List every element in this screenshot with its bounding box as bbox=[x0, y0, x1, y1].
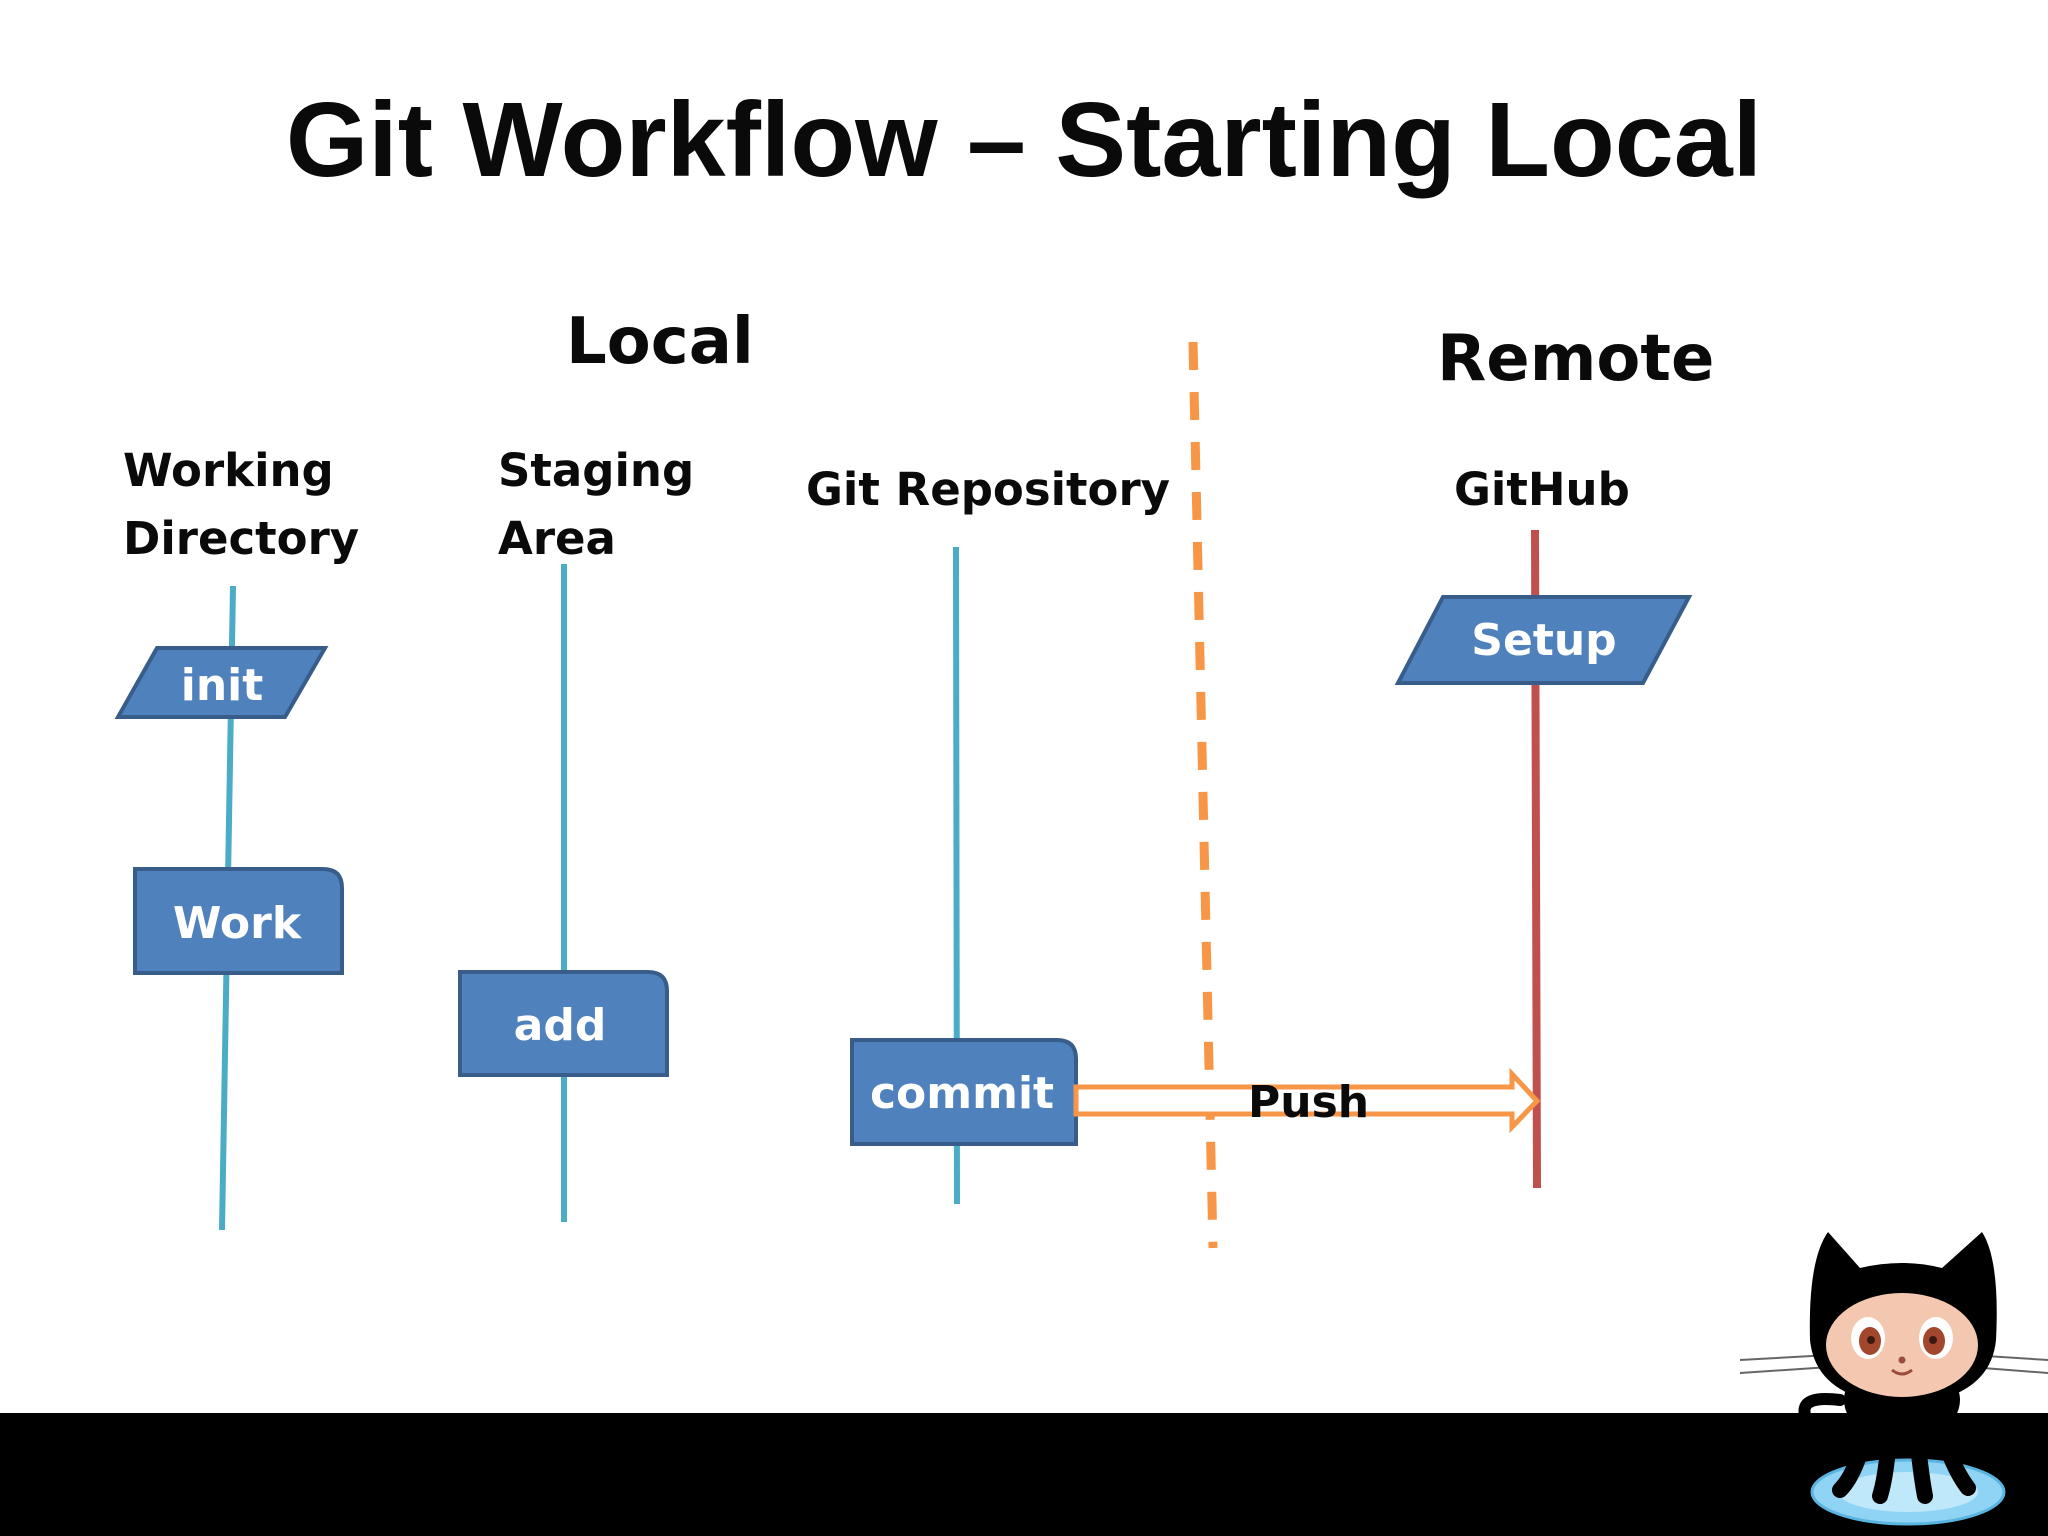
commit-step: commit bbox=[850, 1038, 1078, 1146]
commit-label: commit bbox=[870, 1068, 1054, 1119]
workflow-diagram: init Work add commit Setup Push bbox=[114, 341, 1693, 1249]
init-step: init bbox=[114, 646, 329, 719]
push-arrow: Push bbox=[1073, 1067, 1541, 1134]
section-label-local: Local bbox=[566, 305, 754, 379]
add-label: add bbox=[514, 1000, 607, 1051]
init-label: init bbox=[181, 660, 264, 711]
octocat-icon bbox=[1739, 1232, 2048, 1526]
add-step: add bbox=[458, 970, 669, 1077]
section-label-remote: Remote bbox=[1437, 322, 1715, 396]
work-step: Work bbox=[133, 867, 344, 975]
column-label-line: Area bbox=[498, 512, 616, 565]
column-label-working-directory: Working Directory bbox=[123, 437, 359, 573]
column-label-git-repository: Git Repository bbox=[806, 463, 1170, 516]
push-label: Push bbox=[1248, 1077, 1369, 1128]
work-label: Work bbox=[173, 898, 303, 949]
column-label-line: Working bbox=[123, 444, 334, 497]
column-label-staging-area: Staging Area bbox=[498, 437, 694, 573]
column-label-line: Directory bbox=[123, 512, 360, 565]
setup-label: Setup bbox=[1471, 615, 1616, 666]
setup-step: Setup bbox=[1394, 595, 1693, 685]
slide-title: Git Workflow – Starting Local bbox=[285, 81, 1763, 199]
column-label-line: Staging bbox=[498, 444, 695, 497]
footer-bar bbox=[0, 1413, 2048, 1536]
column-label-github: GitHub bbox=[1454, 463, 1630, 516]
